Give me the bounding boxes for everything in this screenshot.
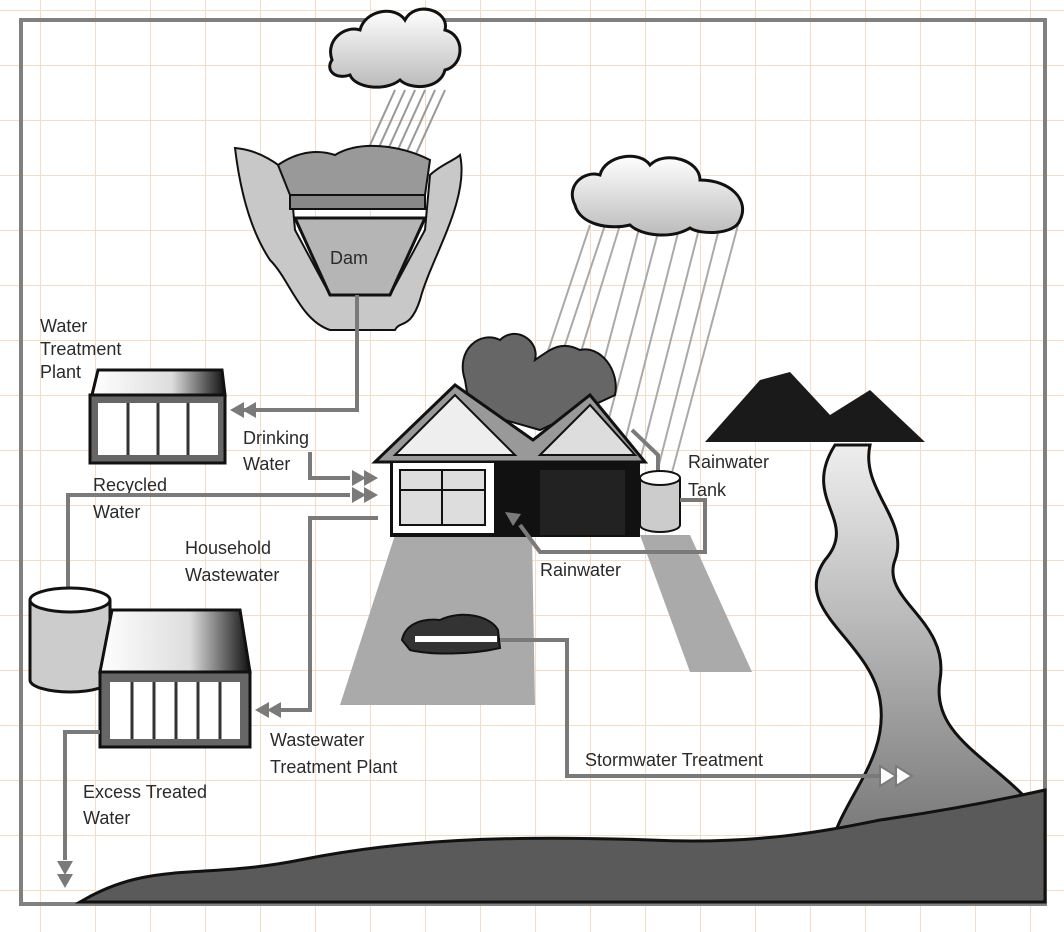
cloud-2	[571, 154, 744, 237]
excess-treated-water-label: Excess Treated Water	[83, 782, 212, 828]
rainwater-tank-label: Rainwater Tank	[688, 452, 774, 500]
double-arrow-icon	[352, 487, 378, 503]
ground	[74, 788, 1047, 904]
double-arrow-icon	[879, 764, 914, 788]
recycled-water-label: Recycled Water	[93, 475, 172, 522]
drinking-water-pipe	[308, 452, 350, 480]
double-arrow-icon	[352, 470, 378, 486]
side-path	[640, 535, 752, 672]
dam-wall	[289, 194, 426, 210]
house	[371, 383, 649, 537]
recycled-water-tank	[28, 586, 112, 694]
stormwater-pipe	[500, 638, 880, 778]
dam	[292, 216, 428, 297]
double-arrow-icon	[230, 402, 256, 418]
dam-to-plant-pipe	[240, 295, 359, 412]
dam-label: Dam	[330, 248, 368, 268]
rainwater-tank	[639, 470, 681, 533]
household-wastewater-pipe	[280, 516, 378, 712]
excess-water-pipe	[63, 730, 100, 860]
rainwater-label: Rainwater	[540, 560, 621, 580]
mountains	[705, 372, 925, 442]
household-wastewater-label: Household Wastewater	[185, 538, 279, 585]
frame	[19, 18, 1047, 906]
rainwater-pipe	[518, 498, 707, 554]
arrow-icon	[505, 512, 521, 526]
recycled-water-pipe	[66, 493, 350, 590]
water-treatment-plant-label: Water Treatment Plant	[40, 316, 126, 382]
car	[400, 613, 502, 655]
wastewater-treatment-plant	[98, 608, 252, 749]
drinking-water-label: Drinking Water	[243, 428, 314, 474]
wastewater-treatment-plant-label: Wastewater Treatment Plant	[270, 730, 397, 777]
double-arrow-icon	[255, 702, 281, 718]
reservoir	[276, 145, 432, 196]
cloud-1	[328, 7, 462, 89]
stormwater-treatment-label: Stormwater Treatment	[585, 750, 763, 770]
double-arrow-icon	[57, 861, 73, 888]
water-treatment-plant	[88, 368, 227, 465]
gutter-pipe	[630, 428, 660, 472]
